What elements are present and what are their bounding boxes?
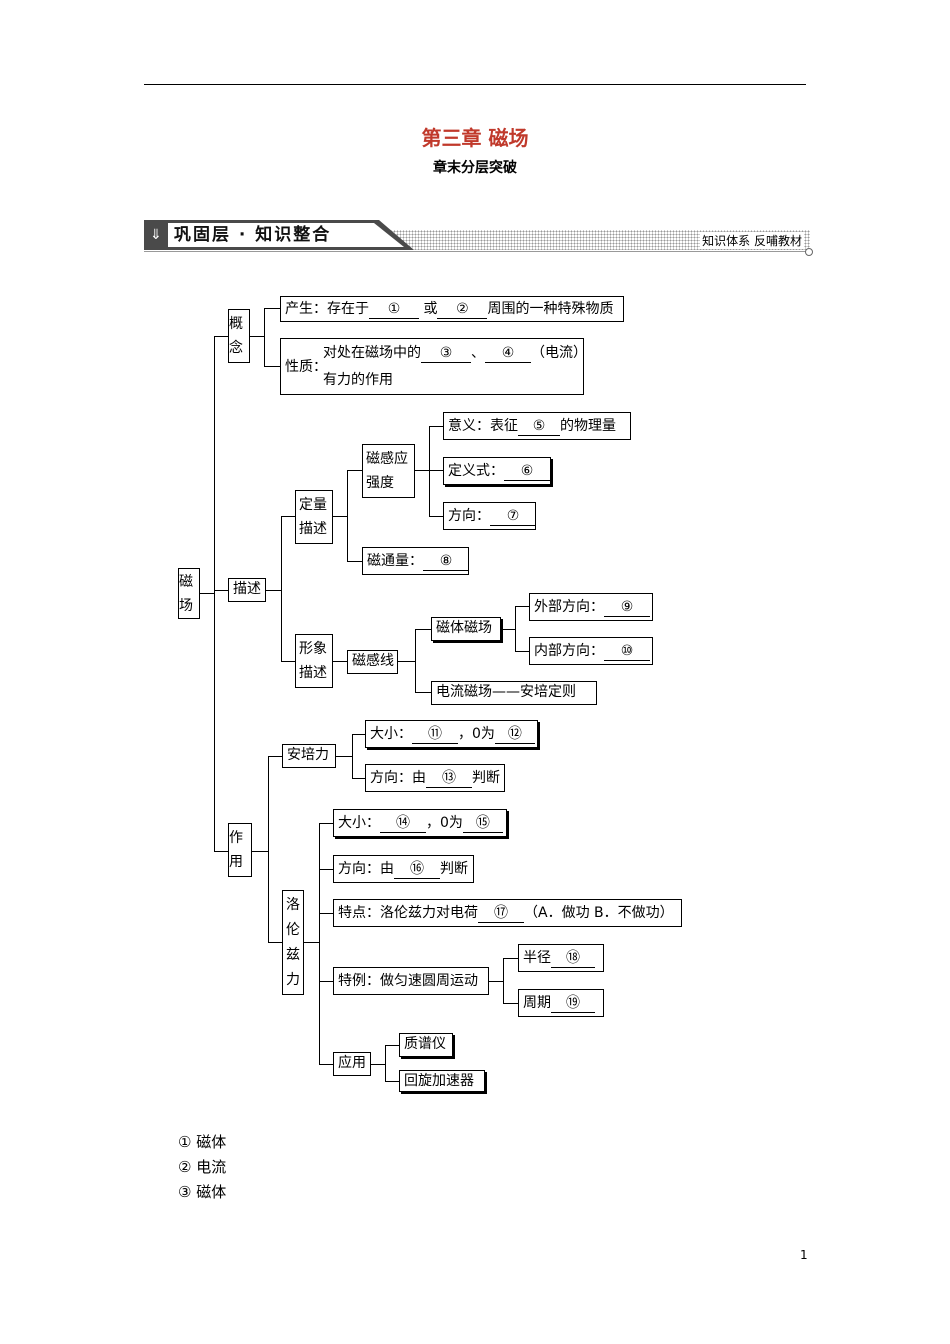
banner-right-label: 知识体系 反哺教材: [700, 232, 804, 249]
describe-node: 描述: [228, 578, 266, 602]
blank-2[interactable]: ②: [437, 300, 488, 319]
special-case-box: 特例：做匀速圆周运动: [333, 967, 489, 995]
blank-7[interactable]: ⑦: [490, 507, 536, 526]
blank-6[interactable]: ⑥: [504, 462, 550, 481]
root-node: 磁场: [178, 568, 200, 619]
answer-item: ② 电流: [178, 1158, 227, 1176]
concept-node: 概念: [228, 309, 250, 363]
lorentz-node: 洛伦兹力: [282, 890, 304, 995]
blank-3[interactable]: ③: [421, 344, 471, 363]
current-field-box: 电流磁场——安培定则: [431, 681, 597, 705]
blank-1[interactable]: ①: [369, 300, 419, 319]
ampere-node: 安培力: [282, 744, 336, 768]
answer-item: ① 磁体: [178, 1133, 227, 1151]
blank-17[interactable]: ⑰: [478, 904, 524, 923]
effect-node: 作用: [228, 823, 252, 877]
definition-box: 定义式：⑥: [443, 457, 551, 485]
blank-4[interactable]: ④: [485, 344, 531, 363]
magnet-field-node: 磁体磁场: [431, 617, 501, 641]
blank-14[interactable]: ⑭: [380, 814, 426, 833]
page-number: 1: [800, 1248, 808, 1262]
blank-18[interactable]: ⑱: [551, 949, 595, 968]
quant-node: 定量描述: [295, 490, 333, 544]
field-lines-node: 磁感线: [347, 650, 398, 674]
cyclotron-box: 回旋加速器: [399, 1070, 485, 1092]
blank-13[interactable]: ⑬: [426, 769, 472, 788]
down-arrow-icon: ⇓: [150, 227, 162, 243]
application-node: 应用: [333, 1052, 371, 1076]
inner-direction-box: 内部方向：⑩: [529, 637, 653, 665]
outer-direction-box: 外部方向：⑨: [529, 593, 653, 621]
flux-box: 磁通量：⑧: [362, 547, 469, 575]
answer-list: ① 磁体 ② 电流 ③ 磁体: [178, 1130, 226, 1205]
section-banner: ⇓ 巩固层 · 知识整合 知识体系 反哺教材: [144, 220, 813, 256]
header-rule: [144, 84, 806, 85]
blank-15[interactable]: ⑮: [462, 814, 503, 833]
blank-5[interactable]: ⑤: [518, 417, 560, 436]
blank-19[interactable]: ⑲: [551, 994, 595, 1013]
blank-11[interactable]: ⑪: [412, 725, 458, 744]
direction-box: 方向：⑦: [443, 502, 536, 530]
chapter-subtitle: 章末分层突破: [433, 160, 517, 176]
answer-item: ③ 磁体: [178, 1183, 227, 1201]
blank-9[interactable]: ⑨: [604, 598, 650, 617]
chapter-title: 第三章 磁场: [421, 126, 529, 150]
b-field-node: 磁感应强度: [362, 444, 415, 498]
blank-10[interactable]: ⑩: [604, 642, 650, 661]
banner-section-title: 巩固层 · 知识整合: [174, 225, 332, 245]
blank-16[interactable]: ⑯: [394, 860, 440, 879]
blank-12[interactable]: ⑫: [494, 725, 535, 744]
image-node: 形象描述: [295, 634, 333, 688]
mass-spectrometer-box: 质谱仪: [399, 1033, 453, 1057]
blank-8[interactable]: ⑧: [423, 552, 469, 571]
